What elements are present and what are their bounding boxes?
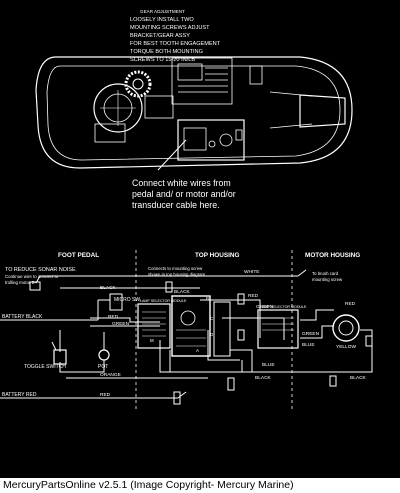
note-line: TORQUE BOTH MOUNTING (130, 49, 203, 55)
pot-label: POT (98, 364, 108, 370)
note-line: SCREWS TO 15-20 IN/LB (130, 57, 195, 63)
white-wire-callout: Connect white wires from pedal and/ or m… (132, 178, 236, 210)
mounting-screw-note: shown in top housing diagram (148, 272, 206, 277)
pot (98, 349, 110, 361)
label-red: RED (345, 301, 356, 307)
lamp-selector-module (137, 303, 171, 349)
copyright-footer: MercuryPartsOnline v2.5.1 (Image Copyrig… (0, 478, 400, 493)
battery-black-label: BATTERY BLACK (2, 314, 43, 320)
circuit-board (171, 295, 211, 357)
label-black: BLACK (100, 285, 117, 291)
pin-label: B (206, 296, 209, 301)
label-white: WHITE (244, 269, 259, 275)
callout-leader (157, 139, 187, 171)
note-line: FOR BEST TOOTH ENGAGEMENT (130, 41, 221, 47)
terminal (237, 329, 245, 341)
section-headers: FOOT PEDAL TOP HOUSING MOTOR HOUSING (58, 252, 360, 259)
components (29, 281, 373, 405)
micro-switch (109, 293, 123, 311)
label-green: GREEN (112, 321, 130, 327)
label-red: RED (108, 314, 119, 320)
lamp-selector-label: LAMP SELECTOR MODULE (260, 305, 307, 309)
component-labels: BATTERY BLACK BATTERY RED MICRO SW. TOGG… (2, 296, 307, 398)
callout-line: Connect white wires from (132, 178, 231, 188)
terminal (173, 391, 181, 405)
label-green: GREEN (302, 331, 320, 337)
gear-assembly (93, 70, 174, 143)
micro-sw-label: MICRO SW. (114, 297, 141, 303)
diagram-svg: GEAR ADJUSTMENT LOOSELY INSTALL TWO MOUN… (0, 9, 373, 410)
label-red: RED (248, 293, 259, 299)
sonar-noise-note: Continue wire to connect to (5, 274, 59, 279)
mounting-screw-note: Connects to mounting screw (148, 266, 203, 271)
terminal (227, 377, 235, 391)
note-line: BRACKET/GEAR ASSY (130, 33, 190, 39)
toggle-switch (53, 349, 67, 365)
connector (29, 281, 41, 291)
pin-label: C (210, 316, 213, 321)
gear-adjustment-heading: GEAR ADJUSTMENT (140, 9, 185, 14)
label-black: BLACK (255, 375, 272, 381)
ground-terminal (165, 281, 173, 293)
motor-housing-header: MOTOR HOUSING (305, 252, 360, 259)
top-housing-drawing (35, 56, 353, 169)
label-green: GREEN (256, 304, 274, 310)
brush-card-note: mounting screw (312, 277, 343, 282)
callout-line: transducer cable here. (132, 200, 220, 210)
relay-block (213, 301, 231, 357)
terminal (237, 293, 245, 305)
pin-label: A (196, 348, 199, 353)
callout-line: pedal and/ or motor and/or (132, 189, 236, 199)
gear-adjustment-note: LOOSELY INSTALL TWO MOUNTING SCREWS ADJU… (130, 17, 221, 63)
wires (0, 269, 373, 399)
lamp-selector-label: LAMP SELECTOR MODULE (140, 299, 187, 303)
sonar-noise-note: trolling motor B- (5, 280, 37, 285)
terminal (365, 335, 373, 347)
label-black: BLACK (350, 375, 367, 381)
top-housing-header: TOP HOUSING (195, 252, 240, 259)
label-red: RED (100, 392, 111, 398)
note-line: MOUNTING SCREWS ADJUST (130, 25, 210, 31)
label-black: BLACK (174, 289, 191, 295)
pin-label: M (150, 338, 154, 343)
sonar-noise-title: TO REDUCE SONAR NOISE (5, 267, 76, 273)
foot-pedal-header: FOOT PEDAL (58, 252, 99, 259)
note-line: LOOSELY INSTALL TWO (130, 17, 194, 23)
label-yellow: YELLOW (336, 344, 356, 350)
wire-labels: WHITE BLACK BLACK BLACK BLACK RED RED RE… (100, 269, 367, 398)
brush-card-note: To brush card (312, 271, 339, 276)
label-orange: ORANGE (100, 372, 121, 378)
circuit-board (171, 57, 263, 161)
label-blue: BLUE (262, 362, 275, 368)
motor (332, 314, 360, 342)
label-blue: BLUE (302, 342, 315, 348)
battery-red-label: BATTERY RED (2, 392, 37, 398)
toggle-switch-label: TOGGLE SWITCH (24, 364, 66, 370)
wiring-diagram: GEAR ADJUSTMENT LOOSELY INSTALL TWO MOUN… (0, 9, 373, 410)
pin-label: D (210, 332, 213, 337)
terminal (329, 375, 337, 387)
lamp-selector-module-2 (257, 309, 299, 349)
